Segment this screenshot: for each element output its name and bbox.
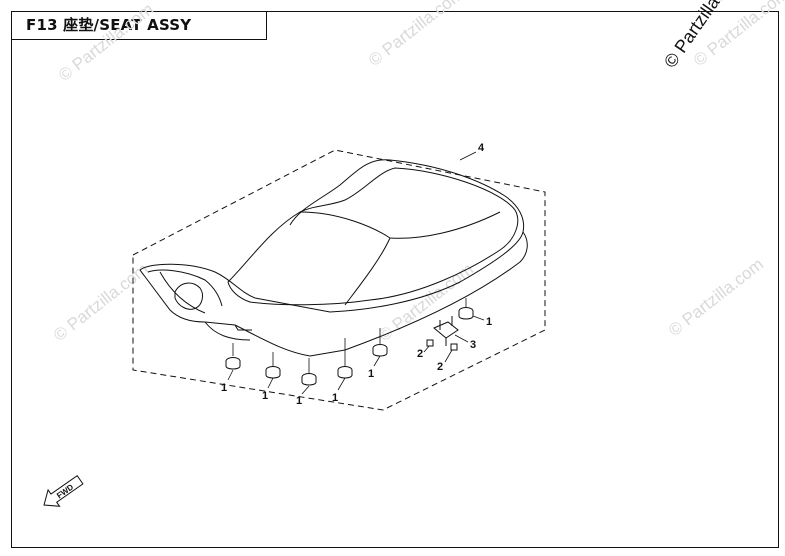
leader-lines	[227, 151, 485, 395]
grommet	[337, 366, 353, 379]
forward-arrow-icon: FWD	[43, 474, 84, 507]
title-box	[11, 11, 267, 40]
screw	[426, 339, 458, 351]
seat-cushion	[139, 159, 528, 357]
callout-1: 1	[221, 382, 227, 394]
seat-latch-bracket	[433, 316, 459, 346]
callout-2: 2	[437, 361, 443, 373]
grommet	[301, 373, 317, 386]
grommet-group	[225, 307, 474, 386]
callout-1: 1	[262, 390, 268, 402]
callout-1: 1	[486, 316, 492, 328]
callout-3: 3	[470, 339, 476, 351]
callout-4: 4	[478, 142, 485, 154]
grommet	[265, 366, 281, 379]
callout-1: 1	[332, 392, 338, 404]
drawing-frame	[11, 11, 779, 548]
page-title: F13 座垫/SEAT ASSY	[26, 16, 192, 34]
grommet	[225, 357, 241, 370]
grommet	[458, 307, 474, 320]
callout-1: 1	[296, 395, 302, 407]
callout-1: 1	[368, 368, 374, 380]
grommet	[372, 344, 388, 357]
assembly-boundary	[132, 149, 546, 411]
callout-2: 2	[417, 348, 423, 360]
